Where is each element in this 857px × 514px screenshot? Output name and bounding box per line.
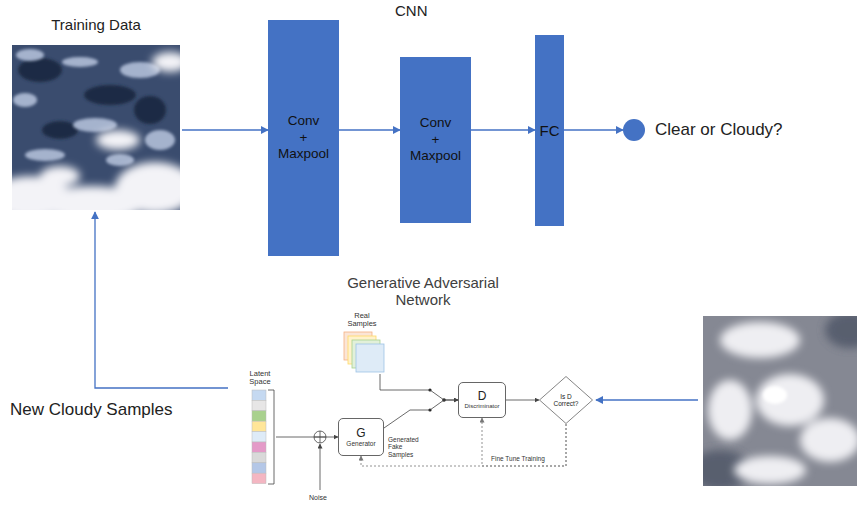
fc-layer: FC: [535, 35, 564, 226]
section-title: CNN: [395, 2, 428, 19]
input-arrow: [596, 399, 698, 400]
connector: [482, 418, 566, 466]
latent-space-node: Latent Space: [244, 370, 276, 486]
node-text: Conv + Maxpool: [268, 113, 339, 164]
output-note: Generated Fake Samples: [388, 436, 424, 458]
connector: [361, 424, 566, 466]
node-text: Generative Adversarial Network: [323, 274, 523, 308]
satellite-image: [12, 45, 180, 210]
diamond-shape: [540, 377, 593, 424]
noise-arrow: [320, 444, 321, 490]
connector: [276, 437, 338, 438]
node-text: Real Samples: [345, 312, 379, 329]
node-text: Latent Space: [244, 370, 276, 387]
switch-contacts: [428, 388, 445, 411]
node-text: Training Data: [51, 16, 141, 34]
image-panel: Training Data: [10, 16, 182, 212]
output-node: Clear or Cloudy?: [623, 117, 813, 143]
node-text: Is D Correct?: [551, 393, 581, 408]
node-text: FC: [540, 122, 560, 139]
cloud-image: [703, 316, 857, 486]
edge-label: Fine Tune Training: [490, 455, 546, 462]
conv-layer: Conv + Maxpool: [268, 20, 339, 256]
connector: [95, 212, 228, 388]
connector: [564, 129, 623, 130]
latent-cells: [252, 390, 266, 484]
generator-name: Generator: [346, 440, 375, 447]
generator-letter: G: [356, 427, 365, 440]
edge-label: New Cloudy Samples: [10, 400, 173, 420]
input-note: Noise: [309, 494, 327, 501]
sample-stack-node: Real Samples: [336, 312, 388, 374]
connector: [339, 129, 400, 130]
connector: [182, 129, 268, 130]
connector: [471, 129, 535, 130]
node-text: Clear or Cloudy?: [655, 120, 783, 140]
connector: [380, 374, 458, 400]
sample-stack: [344, 332, 384, 372]
node-text: Conv + Maxpool: [400, 115, 471, 166]
output-circle: [623, 119, 645, 141]
bracket: [268, 390, 274, 484]
decision-diamond: Is D Correct?: [539, 376, 593, 424]
discriminator-name: Discriminator: [464, 403, 499, 410]
generator-box: GGenerator: [338, 418, 384, 456]
conv-layer: Conv + Maxpool: [400, 57, 471, 223]
discriminator-letter: D: [478, 390, 487, 403]
connector: [384, 400, 458, 428]
gan-panel: Generative Adversarial NetworkReal Sampl…: [228, 274, 584, 510]
connector: [506, 400, 539, 401]
discriminator-box: DDiscriminator: [458, 382, 506, 418]
